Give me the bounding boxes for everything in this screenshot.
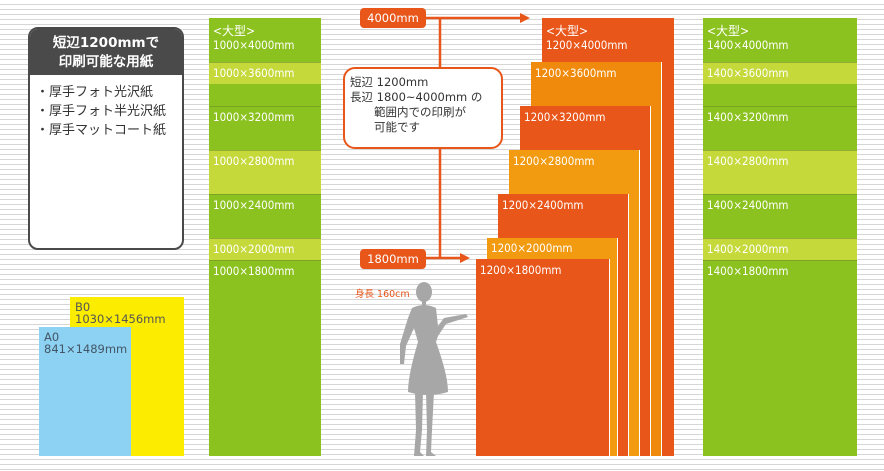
label-1400x1800: 1400×1800mm <box>707 264 789 278</box>
sheet-a0-size: 841×1489mm <box>44 342 128 356</box>
band-1400x2000 <box>703 238 857 260</box>
callout-line3: 範囲内での印刷が <box>374 105 466 119</box>
sheet-b0-name: B0 <box>75 300 91 314</box>
column-1200-heading: <大型> <box>546 24 589 38</box>
label-1400x3200: 1400×3200mm <box>707 110 789 124</box>
label-1400x2800: 1400×2800mm <box>707 154 789 168</box>
callout-line1: 短辺 1200mm <box>350 75 429 89</box>
info-box-title-line1: 短辺1200mmで <box>52 35 160 51</box>
label-1400x2000: 1400×2000mm <box>707 242 789 256</box>
band-1400x2800 <box>703 150 857 194</box>
label-1200x3600: 1200×3600mm <box>535 66 617 80</box>
paper-item: ・厚手フォト光沢紙 <box>36 85 154 100</box>
person-silhouette-icon <box>400 282 468 456</box>
sheet-a0: A0 841×1489mm <box>39 327 131 456</box>
band-1000x2000 <box>209 238 321 260</box>
callout-line2: 長辺 1800~4000mm の <box>350 90 483 104</box>
info-box: 短辺1200mmで 印刷可能な用紙 ・厚手フォト光沢紙 ・厚手フォト半光沢紙 ・… <box>28 27 184 250</box>
label-1400x2400: 1400×2400mm <box>707 198 789 212</box>
label-1400x3600: 1400×3600mm <box>707 66 789 80</box>
paper-list: ・厚手フォト光沢紙 ・厚手フォト半光沢紙 ・厚手マットコート紙 <box>36 83 166 140</box>
label-1000x2000: 1000×2000mm <box>213 242 295 256</box>
callout-line4: 可能です <box>374 120 420 134</box>
label-1000x3200: 1000×3200mm <box>213 110 295 124</box>
paper-item: ・厚手フォト半光沢紙 <box>36 104 167 119</box>
label-1200x2800: 1200×2800mm <box>513 154 595 168</box>
label-1200x2000: 1200×2000mm <box>491 241 573 255</box>
sheet-b0-size: 1030×1456mm <box>75 312 166 326</box>
person-height-label: 身長 160cm <box>355 289 410 300</box>
tag-1800mm: 1800mm <box>360 249 426 269</box>
label-1000x4000: 1000×4000mm <box>213 38 295 52</box>
label-1000x2800: 1000×2800mm <box>213 154 295 168</box>
band-1400x3600 <box>703 62 857 84</box>
tag-4000mm: 4000mm <box>360 8 426 28</box>
column-1400: <大型> 1400×4000mm 1400×3600mm 1400×3200mm… <box>703 18 857 456</box>
callout-box: 短辺 1200mm 長辺 1800~4000mm の 範囲内での印刷が 可能です <box>343 67 503 149</box>
sheet-a0-name: A0 <box>44 330 60 344</box>
band-1000x2800 <box>209 150 321 194</box>
label-1000x2400: 1000×2400mm <box>213 198 295 212</box>
label-1000x3600: 1000×3600mm <box>213 66 295 80</box>
arrow-4000-head <box>520 13 530 23</box>
label-1400x4000: 1400×4000mm <box>707 38 789 52</box>
info-box-header: 短辺1200mmで 印刷可能な用紙 <box>30 29 182 75</box>
column-1000-heading: <大型> <box>213 24 256 38</box>
info-box-title-line2: 印刷可能な用紙 <box>58 54 154 70</box>
column-1000: <大型> 1000×4000mm 1000×3600mm 1000×3200mm… <box>209 18 321 456</box>
band-1000x3600 <box>209 62 321 84</box>
label-1200x4000: 1200×4000mm <box>546 38 628 52</box>
label-1000x1800: 1000×1800mm <box>213 264 295 278</box>
column-1400-heading: <大型> <box>707 24 750 38</box>
label-1200x3200: 1200×3200mm <box>524 110 606 124</box>
paper-item: ・厚手マットコート紙 <box>36 123 167 138</box>
label-1200x2400: 1200×2400mm <box>502 198 584 212</box>
label-1200x1800: 1200×1800mm <box>480 263 562 277</box>
arrow-1800-head <box>460 253 470 263</box>
sheet-1200x1800: 1200×1800mm <box>476 259 610 456</box>
